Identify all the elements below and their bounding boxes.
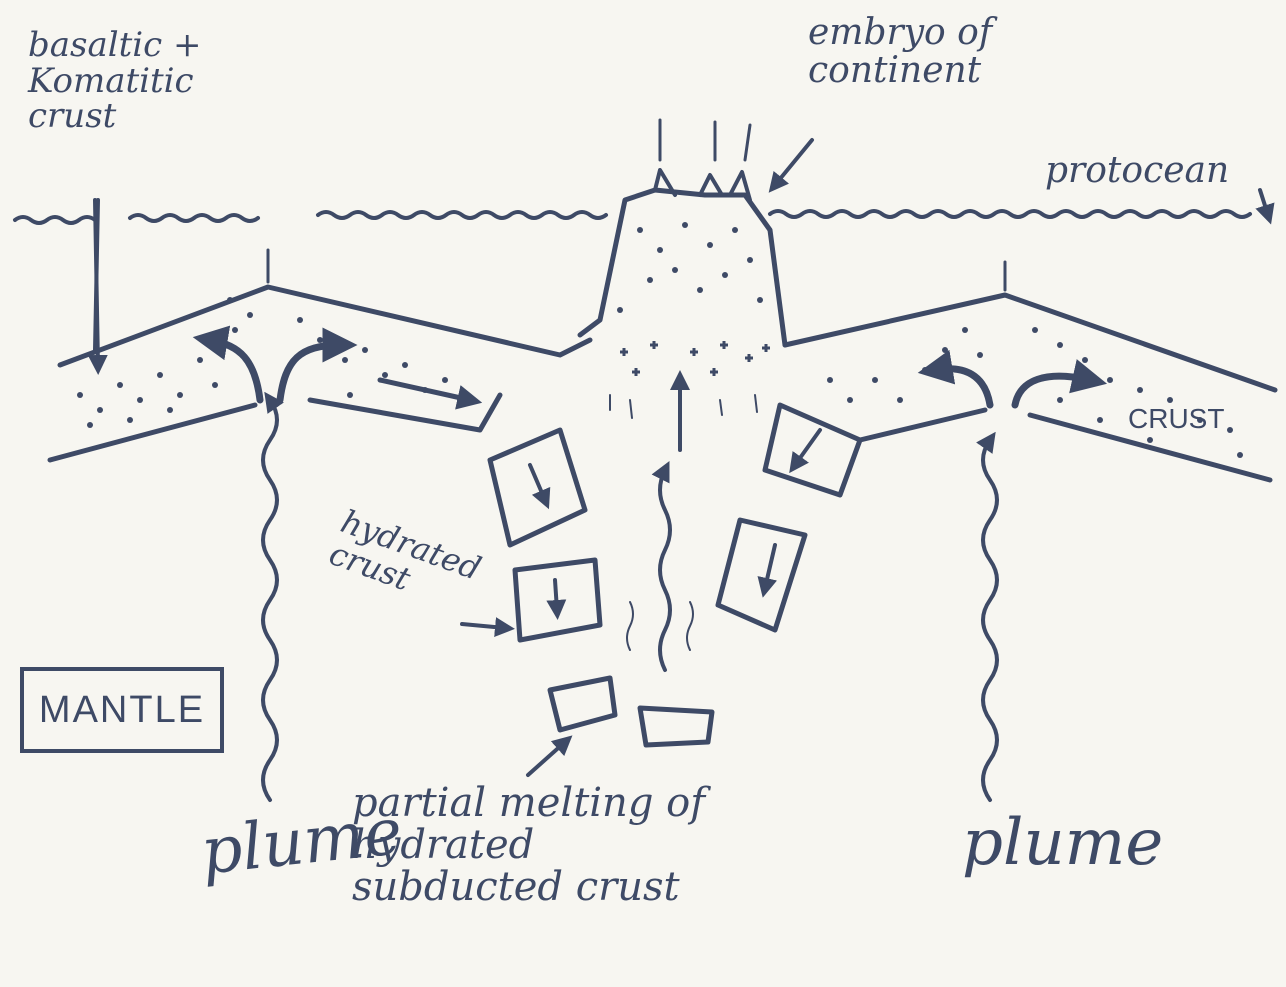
mantle-box: MANTLE (20, 667, 224, 753)
central-melt-ascent (627, 380, 693, 670)
sinking-block (490, 430, 585, 545)
sinking-block (765, 405, 860, 495)
label-embryo-continent: embryo of continent (808, 14, 992, 90)
ocean-surface (15, 211, 1250, 223)
plume-right-column (983, 440, 997, 800)
label-mantle: MANTLE (24, 671, 220, 749)
left-crust-slab (50, 200, 590, 460)
plume-upwelling-arrows (210, 340, 1090, 405)
sinking-block (515, 560, 600, 640)
label-plume-right: plume (962, 810, 1163, 877)
plume-left-column (263, 400, 277, 800)
label-crust-type: basaltic + Komatitic crust (28, 28, 202, 135)
sinking-block (550, 678, 615, 730)
continent-embryo (580, 120, 785, 418)
sinking-block (640, 708, 712, 745)
label-crust-right: CRUST (1128, 404, 1224, 433)
label-partial-melting: partial melting of hydrated subducted cr… (352, 782, 705, 908)
sinking-block (718, 520, 805, 630)
label-protocean: protocean (1045, 152, 1229, 190)
